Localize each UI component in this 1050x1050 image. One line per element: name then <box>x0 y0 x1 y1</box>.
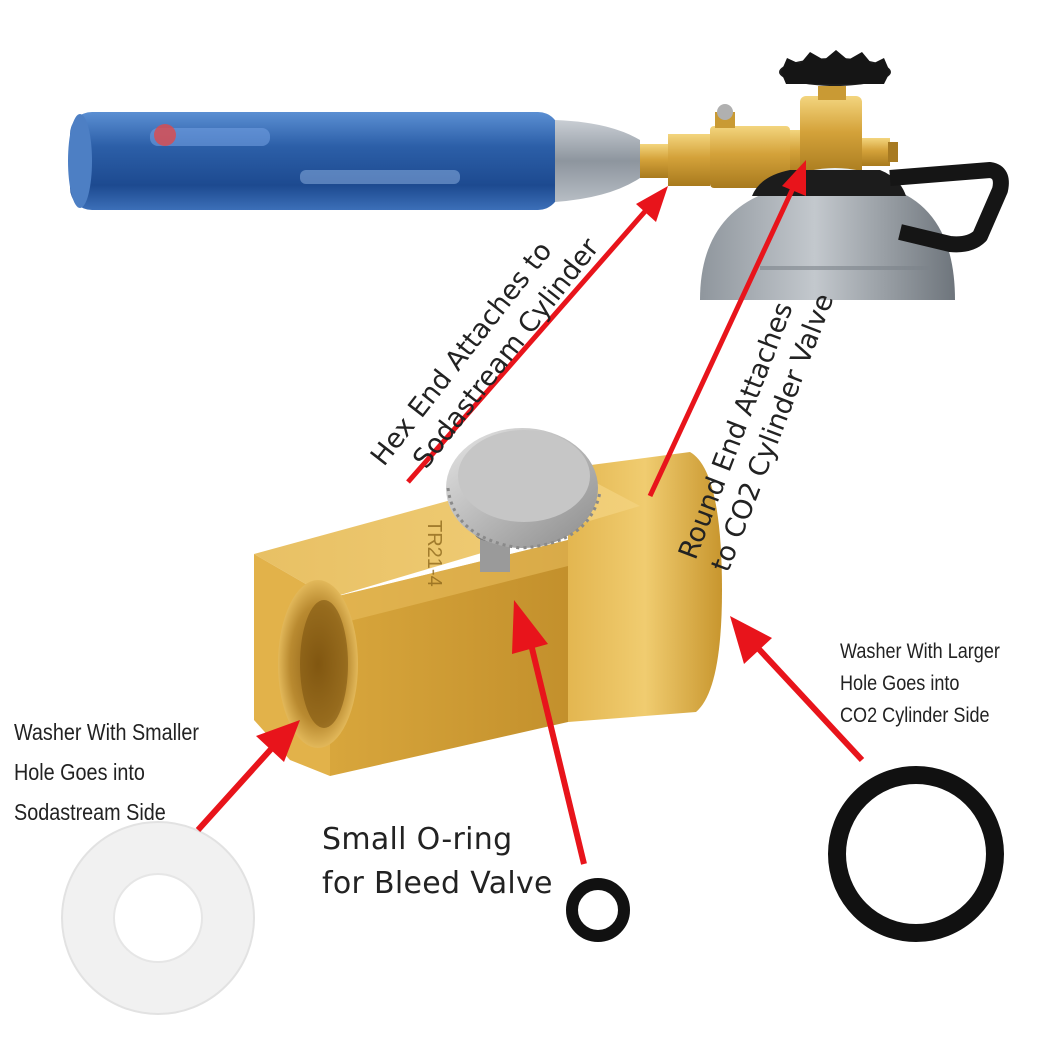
label-washer-small-line3: Sodastream Side <box>14 799 166 825</box>
arrow-small-oring <box>512 600 587 865</box>
arrow-round-end <box>647 160 806 498</box>
small-washer <box>61 821 255 1015</box>
top-adapter-assembly <box>640 50 898 188</box>
label-small-oring-line1: Small O-ring <box>322 822 513 857</box>
label-washer-small: Washer With Smaller Hole Goes into Sodas… <box>14 712 199 832</box>
label-small-oring-line2: for Bleed Valve <box>322 866 553 901</box>
arrow-large-washer <box>730 616 865 763</box>
arrow-hex-end <box>406 186 668 484</box>
label-washer-large-line1: Washer With Larger <box>840 640 1000 663</box>
large-oring <box>828 766 1004 942</box>
label-washer-small-line1: Washer With Smaller <box>14 719 200 745</box>
label-washer-large-line3: CO2 Cylinder Side <box>840 704 990 727</box>
sodastream-cylinder <box>68 112 640 210</box>
arrow-small-washer <box>195 720 300 833</box>
label-washer-large: Washer With Larger Hole Goes into CO2 Cy… <box>840 636 1000 732</box>
co2-tank <box>700 162 1009 300</box>
adapter-engraving: TR21-4 <box>423 520 445 587</box>
small-oring <box>566 878 630 942</box>
brass-adapter <box>254 428 722 776</box>
label-small-oring: Small O-ring for Bleed Valve <box>322 818 553 906</box>
label-washer-large-line2: Hole Goes into <box>840 672 960 695</box>
label-washer-small-line2: Hole Goes into <box>14 759 145 785</box>
